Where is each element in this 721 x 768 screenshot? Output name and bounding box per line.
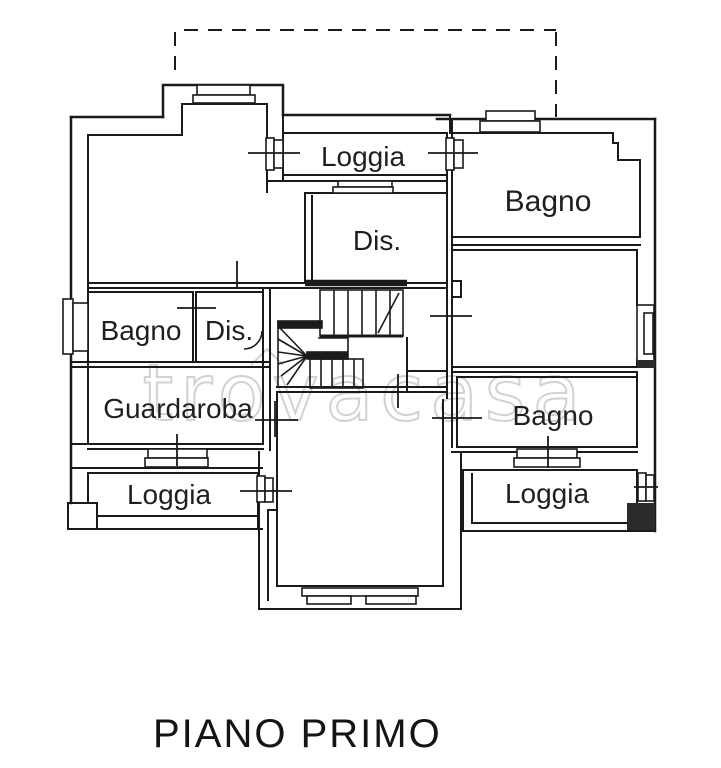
room-label-dis-center: Dis. — [353, 225, 401, 256]
room-labels: Loggia Bagno Dis. Bagno Dis. Guardaroba … — [101, 141, 594, 510]
room-label-loggia-top: Loggia — [321, 141, 406, 172]
room-label-bagno-left: Bagno — [101, 315, 182, 346]
room-label-loggia-bottom-right: Loggia — [505, 478, 590, 509]
solid-wall-blocks — [627, 360, 655, 530]
door-arc — [243, 330, 263, 350]
watermark-text: trovacasa — [143, 349, 588, 439]
room-label-bagno-bottom-right: Bagno — [513, 400, 594, 431]
room-label-bagno-top-right: Bagno — [505, 185, 592, 218]
dimension-ticks — [176, 152, 658, 492]
room-label-guardaroba: Guardaroba — [103, 393, 253, 424]
watermark: trovacasa — [142, 347, 588, 440]
dashed-boundary — [174, 29, 557, 117]
staircase — [277, 279, 407, 389]
walls — [67, 83, 657, 610]
floor-title: PIANO PRIMO — [153, 712, 442, 756]
room-label-dis-left: Dis. — [205, 315, 253, 346]
room-label-loggia-bottom-left: Loggia — [127, 479, 212, 510]
